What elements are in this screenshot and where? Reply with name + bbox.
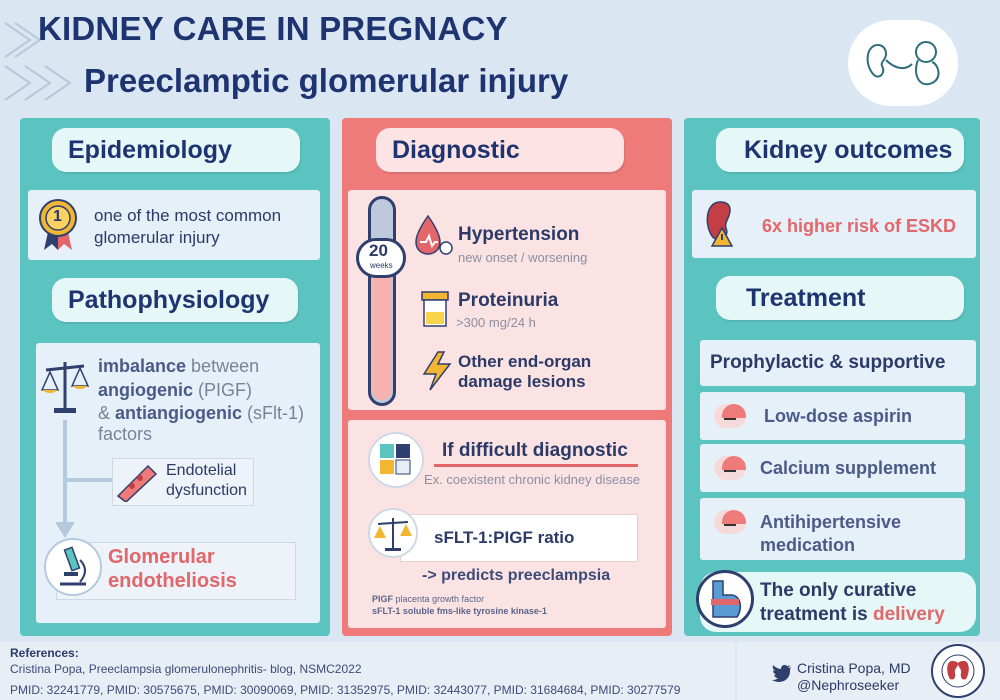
calcium-label: Calcium supplement — [760, 458, 937, 478]
medal-number: 1 — [53, 208, 62, 225]
imbalance-line-2: angiogenic (PIGF) — [98, 380, 252, 401]
hypertension-sub: new onset / worsening — [458, 250, 588, 265]
ratio-box — [400, 514, 638, 562]
timeline-fill — [372, 270, 392, 400]
kidney-fetus-logo-icon — [848, 20, 958, 106]
weeks-number: 20 — [369, 241, 388, 260]
between-word: between — [186, 356, 260, 376]
references-line-2: PMID: 32241779, PMID: 30575675, PMID: 30… — [10, 683, 681, 697]
imbalance-line-1: imbalance between — [98, 356, 259, 377]
sflt-word: (sFlt-1) — [242, 403, 305, 423]
pathophysiology-header-label: Pathophysiology — [68, 285, 270, 314]
delivery-word: delivery — [872, 604, 945, 625]
curative-line-1: The only curative — [760, 580, 917, 601]
antihypertensive-label-1: Antihipertensive — [760, 512, 902, 532]
predicts-label: -> predicts preeclampsia — [422, 567, 611, 584]
author-handle: @Nephroseeker — [797, 677, 900, 693]
eskd-risk: 6x higher risk of ESKD — [762, 216, 957, 236]
prophylactic-label: Prophylactic & supportive — [710, 352, 946, 373]
ratio-scale-icon — [368, 508, 418, 558]
treatment-header-label: Treatment — [746, 283, 866, 312]
balance-scale-icon — [40, 356, 90, 421]
urine-cup-icon — [420, 290, 450, 333]
blood-pressure-icon — [410, 212, 454, 263]
angiogenic-word: angiogenic — [98, 380, 194, 400]
treatment-header: Treatment — [716, 276, 964, 320]
footnote-1-term: PIGF — [372, 594, 394, 604]
puzzle-icon — [368, 432, 424, 488]
glomerular-text-2: endotheliosis — [108, 570, 237, 592]
curative-text: treatment is — [760, 604, 873, 625]
outcomes-header: Kidney outcomes — [716, 128, 964, 172]
endotelial-text-1: Endotelial — [166, 462, 237, 479]
ratio-label: sFLT-1:PIGF ratio — [434, 528, 575, 547]
antihypertensive-label-2: medication — [760, 535, 856, 555]
prophylactic-box — [700, 340, 976, 386]
proteinuria-label: Proteinuria — [458, 290, 559, 311]
references-line-1: Cristina Popa, Preeclampsia glomerulonep… — [10, 662, 362, 676]
page-subtitle: Preeclamptic glomerular injury — [84, 62, 569, 99]
kidney-warning-icon — [700, 198, 750, 255]
first-place-medal-icon — [36, 196, 80, 257]
references-label: References: — [10, 646, 79, 660]
diagnostic-header-label: Diagnostic — [392, 135, 520, 164]
pill-icon — [714, 456, 746, 480]
endotelial-text-2: dysfunction — [166, 482, 247, 499]
proteinuria-sub: >300 mg/24 h — [456, 315, 536, 330]
diagnostic-header: Diagnostic — [376, 128, 624, 172]
outcomes-header-label: Kidney outcomes — [744, 135, 953, 164]
page-title: KIDNEY CARE IN PREGNACY — [38, 10, 508, 47]
chevron-decoration-icon — [4, 22, 72, 101]
pregnancy-icon — [696, 570, 754, 628]
other-organ-1: Other end-organ — [458, 352, 592, 371]
treatment-calcium — [700, 444, 965, 492]
pill-icon — [714, 510, 746, 534]
footnote-2: sFLT-1 soluble fms-like tyrosine kinase-… — [372, 606, 547, 616]
epidemiology-box — [28, 190, 320, 260]
treatment-antihypertensive — [700, 498, 965, 560]
weeks-circle — [356, 238, 406, 278]
weeks-label: weeks — [370, 261, 393, 270]
imbalance-line-3: & antiangiogenic (sFlt-1) — [98, 403, 304, 424]
epidemiology-text-1: one of the most common — [94, 206, 282, 225]
footnote-1: PIGF placenta growth factor — [372, 594, 484, 604]
twitter-icon — [772, 664, 792, 687]
antiangiogenic-word: antiangiogenic — [115, 403, 243, 423]
curative-line-2: treatment is delivery — [760, 604, 945, 626]
pathophysiology-header: Pathophysiology — [52, 278, 298, 322]
diagnostic-criteria-box — [348, 190, 666, 410]
imbalance-line-4: factors — [98, 424, 153, 444]
difficult-sub: Ex. coexistent chronic kidney disease — [424, 472, 641, 487]
epidemiology-header: Epidemiology — [52, 128, 300, 172]
outcomes-box — [692, 190, 976, 258]
blood-vessel-icon — [114, 462, 160, 507]
author-name: Cristina Popa, MD — [797, 660, 911, 676]
ampersand-word: & — [98, 403, 116, 423]
treatment-aspirin — [700, 392, 965, 440]
imbalance-word: imbalance — [98, 356, 187, 376]
pigf-word: (PIGF) — [193, 380, 253, 400]
aspirin-label: Low-dose aspirin — [764, 406, 913, 426]
footnote-1-desc: placenta growth factor — [393, 594, 485, 604]
epidemiology-text-2: glomerular injury — [94, 228, 220, 247]
glomerular-text-1: Glomerular — [108, 546, 215, 568]
difficult-label: If difficult diagnostic — [442, 440, 628, 461]
nephrology-seal-icon — [930, 643, 986, 700]
epidemiology-header-label: Epidemiology — [68, 135, 232, 164]
microscope-icon — [44, 538, 102, 596]
references-box — [0, 642, 735, 700]
difficult-underline — [434, 464, 638, 467]
other-organ-2: damage lesions — [458, 372, 586, 391]
hypertension-label: Hypertension — [458, 224, 580, 245]
lightning-icon — [420, 350, 454, 397]
pill-icon — [714, 404, 746, 428]
